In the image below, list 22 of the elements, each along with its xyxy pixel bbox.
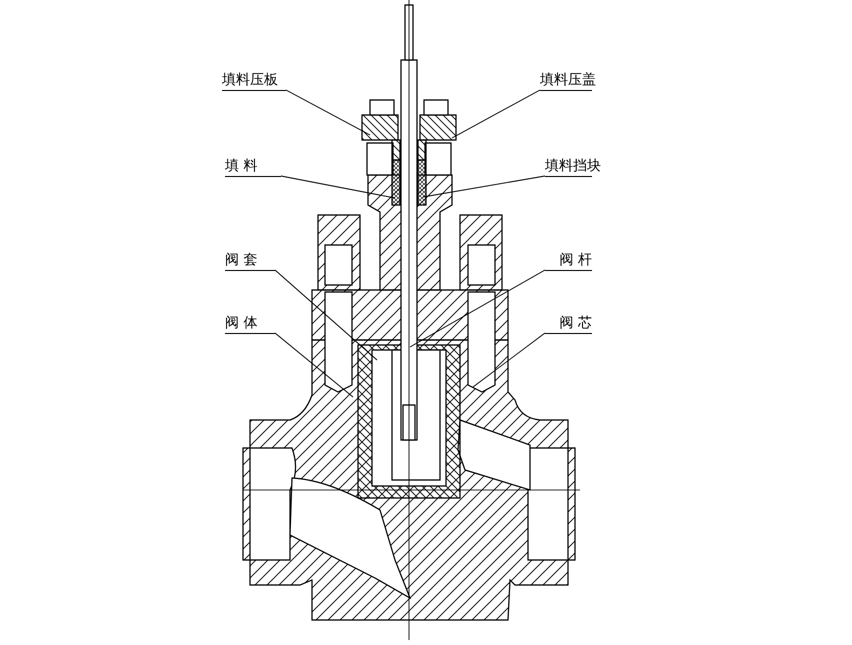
part-label: 阀 套	[225, 252, 258, 268]
label-underline	[545, 315, 592, 334]
leader-line	[422, 176, 546, 198]
leader-line	[472, 332, 546, 388]
part-label: 阀 芯	[560, 315, 592, 331]
label-underline	[225, 158, 281, 177]
leader-line	[452, 90, 540, 138]
label-underline	[545, 252, 592, 271]
leader-line	[410, 270, 546, 348]
part-label: 填料挡块	[545, 158, 601, 174]
leader-line	[274, 270, 378, 360]
label-underline	[225, 315, 275, 334]
leader-line	[280, 176, 396, 198]
part-label: 阀 杆	[560, 252, 592, 268]
label-underline	[225, 252, 275, 271]
part-label: 填料压板	[222, 72, 278, 88]
part-label: 填 料	[225, 158, 258, 174]
leader-line	[286, 90, 370, 136]
label-underline	[222, 72, 286, 91]
part-label: 阀 体	[225, 315, 258, 331]
part-label: 填料压盖	[540, 72, 596, 88]
leader-line	[274, 332, 354, 398]
